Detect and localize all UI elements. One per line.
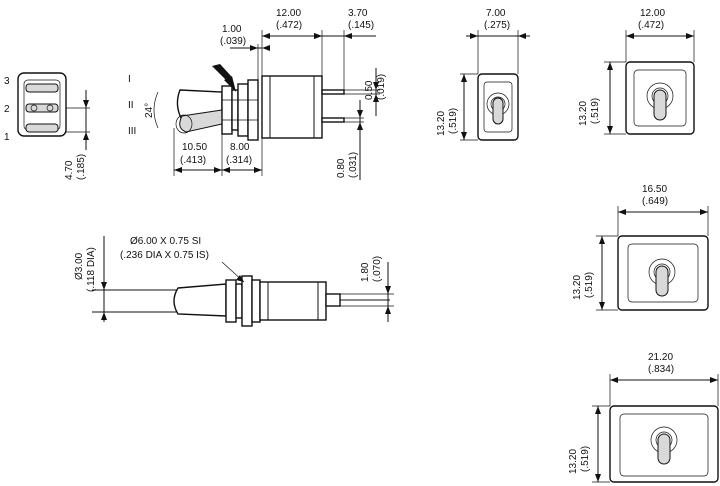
angle-label: 24° [144,103,155,118]
dim-21-20-mm: 21.20 [648,352,673,363]
dim-13-20-a-mm: 13.20 [436,111,447,136]
dim-10-50-mm: 10.50 [182,142,207,153]
position-label-3: III [128,126,136,137]
front-view-narrow: 7.00 (.275) 13.20 (.519) [436,8,530,141]
dim-0-50-mm: 0.50 [364,80,375,100]
dim-0-50-inch: (.019) [376,74,387,100]
dim-8-00-inch: (.314) [226,155,252,166]
position-label-2: II [128,100,134,111]
dim-3-70-inch: (.145) [348,20,374,31]
front-view-extra-wide: 21.20 (.834) 13.20 (.519) [568,352,719,483]
dim-10-50-inch: (.413) [180,155,206,166]
dim-1-80-mm: 1.80 [360,262,371,282]
position-label-1: I [128,74,131,85]
dim-13-20-c-inch: (.519) [584,272,595,298]
dim-1-80-inch: (.070) [372,256,383,282]
pin-label-2: 2 [4,104,10,115]
dim-1-00-mm: 1.00 [222,24,242,35]
dim-16-50-inch: (.649) [642,196,668,207]
dim-7-00-inch: (.275) [484,20,510,31]
dim-13-20-d-inch: (.519) [580,446,591,472]
pin-end-view: 3 2 1 4.70 (.185) [4,72,90,180]
dim-13-20-c-mm: 13.20 [572,275,583,300]
dim-7-00-mm: 7.00 [486,8,506,19]
dim-12-00-right-inch: (.472) [638,20,664,31]
dim-0-80-inch: (.031) [348,152,359,178]
dim-13-20-b-mm: 13.20 [578,101,589,126]
pin-label-3: 3 [4,76,10,87]
dim-3-00-mm: Ø3.00 [74,252,85,280]
thread-label-mm: Ø6.00 X 0.75 SI [130,236,201,247]
dim-13-20-d-mm: 13.20 [568,449,579,474]
dim-12-00-mm: 12.00 [276,8,301,19]
dim-16-50-mm: 16.50 [642,184,667,195]
pin-label-1: 1 [4,132,10,143]
dim-4-70-inch: (.185) [76,154,87,180]
dim-13-20-a-inch: (.519) [448,108,459,134]
long-side-view: Ø3.00 (.118 DIA) Ø6.00 X 0.75 SI (.236 D… [74,236,394,327]
dim-1-00-inch: (.039) [220,36,246,47]
dim-12-00-right-mm: 12.00 [640,8,665,19]
thread-label-inch: (.236 DIA X 0.75 IS) [120,250,209,261]
front-view-square: 12.00 (.472) 13.20 (.519) [578,8,695,135]
dim-3-00-inch: (.118 DIA) [86,247,97,292]
dim-12-00-inch: (.472) [276,20,302,31]
dim-4-70-mm: 4.70 [64,160,75,180]
dim-0-80-mm: 0.80 [336,158,347,178]
dim-21-20-inch: (.834) [648,364,674,375]
front-view-wide: 16.50 (.649) 13.20 (.519) [572,184,709,311]
side-view: I II III 24° 12.00 (.472) 3.70 (.145) 1.… [128,8,387,180]
dim-3-70-mm: 3.70 [348,8,368,19]
dim-8-00-mm: 8.00 [230,142,250,153]
dim-13-20-b-inch: (.519) [590,98,601,124]
